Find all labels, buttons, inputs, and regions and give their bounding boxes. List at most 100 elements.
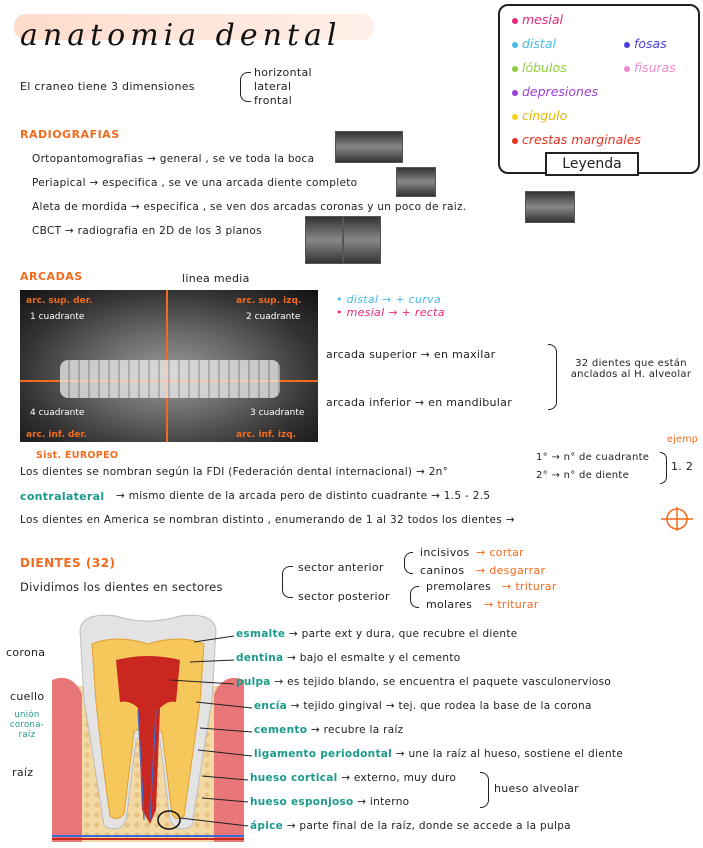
bracket xyxy=(480,772,489,808)
part-name: ápice xyxy=(250,820,284,832)
triturar: → triturar xyxy=(484,598,539,611)
bracket xyxy=(660,452,667,484)
part-name: cemento xyxy=(254,724,308,736)
xray-thumbnail xyxy=(396,167,436,197)
arcada-inferior: arcada inferior → en mandibular xyxy=(326,396,513,409)
xray-thumbnail xyxy=(335,131,403,163)
dot-icon xyxy=(512,17,518,24)
legend-item: mesial xyxy=(512,12,563,27)
legend-item: lóbulos xyxy=(512,60,567,75)
hueso-alveolar: hueso alveolar xyxy=(494,782,579,795)
legend-box: mesial distal lóbulos depresiones cíngul… xyxy=(498,4,700,174)
fdi-second: 2° → n° de diente xyxy=(536,470,630,481)
dot-icon xyxy=(512,41,518,48)
contralateral-text: → mismo diente de la arcada pero de dist… xyxy=(116,490,491,502)
quadrant-label: arc. inf. izq. xyxy=(236,430,297,440)
dimension-item: frontal xyxy=(254,94,293,107)
dientes-count: 32 dientes que están anclados al H. alve… xyxy=(570,358,692,380)
part-name: ligamento periodontal xyxy=(254,748,393,760)
teeth-row xyxy=(60,360,280,398)
bracket xyxy=(240,72,251,102)
part-desc: → parte ext y dura, que recubre el dient… xyxy=(288,628,518,640)
part-row: ligamento periodontal → une la raíz al h… xyxy=(254,748,623,760)
dot-icon xyxy=(512,89,518,96)
dot-icon xyxy=(512,137,518,144)
bracket xyxy=(404,552,413,574)
page-title: anatomia dental xyxy=(20,18,342,53)
dimension-item: horizontal xyxy=(254,66,312,79)
bracket xyxy=(410,586,419,608)
cuadrante-label: 1 cuadrante xyxy=(30,312,85,322)
ejemplo-label: ejemp xyxy=(667,434,699,445)
part-row: hueso cortical → externo, muy duro xyxy=(250,772,456,784)
quadrant-label: arc. inf. der. xyxy=(26,430,87,440)
part-desc: → tejido gingival → tej. que rodea la ba… xyxy=(290,700,592,712)
contralateral-label: contralateral xyxy=(20,490,105,503)
cuadrante-label: 4 cuadrante xyxy=(30,408,85,418)
xray-thumbnail xyxy=(343,216,381,264)
part-desc: → recubre la raíz xyxy=(310,724,404,736)
linea-media-label: linea media xyxy=(182,272,250,285)
gum-left xyxy=(52,677,82,842)
ejemplo-value: 1. 2 xyxy=(671,460,694,473)
dientes-heading: DIENTES (32) xyxy=(20,556,116,570)
dot-icon xyxy=(512,65,518,72)
dot-icon xyxy=(624,65,630,72)
cranium-text: El craneo tiene 3 dimensiones xyxy=(20,80,195,93)
radiografia-item: Ortopantomografias → general , se ve tod… xyxy=(32,153,315,165)
legend-item: distal xyxy=(512,36,556,51)
side-label: cuello xyxy=(10,690,45,703)
mesial-note: • mesial → + recta xyxy=(336,306,445,319)
sector-posterior: sector posterior xyxy=(298,590,390,603)
fdi-text: Los dientes se nombran según la FDI (Fed… xyxy=(20,466,449,478)
part-desc: → externo, muy duro xyxy=(341,772,457,784)
bracket xyxy=(548,344,557,410)
part-row: esmalte → parte ext y dura, que recubre … xyxy=(236,628,518,640)
desgarrar: → desgarrar xyxy=(476,564,546,577)
part-row: pulpa → es tejido blando, se encuentra e… xyxy=(236,676,611,688)
radiografias-heading: RADIOGRAFIAS xyxy=(20,128,120,141)
quadrant-label: arc. sup. izq. xyxy=(236,296,302,306)
radiografia-item: Periapical → especifica , se ve una arca… xyxy=(32,177,358,189)
legend-item: fisuras xyxy=(624,60,676,75)
radiografia-item: CBCT → radiografia en 2D de los 3 planos xyxy=(32,225,262,237)
part-desc: → es tejido blando, se encuentra el paqu… xyxy=(274,676,612,688)
legend-item: crestas marginales xyxy=(512,132,641,147)
part-name: hueso cortical xyxy=(250,772,338,784)
tooth-diagram xyxy=(52,614,244,842)
panoramic-xray: arc. sup. der. arc. sup. izq. arc. inf. … xyxy=(20,290,318,442)
part-name: pulpa xyxy=(236,676,271,688)
cuadrante-label: 2 cuadrante xyxy=(246,312,301,322)
quadrant-label: arc. sup. der. xyxy=(26,296,93,306)
dot-icon xyxy=(624,41,630,48)
dot-icon xyxy=(512,113,518,120)
arcadas-heading: ARCADAS xyxy=(20,270,83,283)
triturar: → triturar xyxy=(502,580,557,593)
fdi-first: 1° → n° de cuadrante xyxy=(536,452,650,463)
legend-item: cíngulo xyxy=(512,108,567,123)
side-label: corona xyxy=(6,646,46,659)
legend-item: fosas xyxy=(624,36,667,51)
cortar: → cortar xyxy=(476,546,524,559)
title-highlight xyxy=(14,14,374,40)
side-label: raíz xyxy=(12,766,34,779)
apex-circle xyxy=(157,810,181,830)
part-desc: → parte final de la raíz, donde se acced… xyxy=(286,820,571,832)
premolares: premolares xyxy=(426,580,492,593)
part-name: hueso esponjoso xyxy=(250,796,354,808)
dividimos-text: Dividimos los dientes en sectores xyxy=(20,580,223,594)
part-row: encía → tejido gingival → tej. que rodea… xyxy=(254,700,592,712)
distal-note: • distal → + curva xyxy=(336,293,441,306)
sist-europeo: Sist. EUROPEO xyxy=(36,450,119,461)
part-row: ápice → parte final de la raíz, donde se… xyxy=(250,820,571,832)
part-name: esmalte xyxy=(236,628,286,640)
sector-anterior: sector anterior xyxy=(298,561,384,574)
legend-label: Leyenda xyxy=(545,152,639,176)
side-label: unión corona-raíz xyxy=(9,710,45,740)
america-text: Los dientes en America se nombran distin… xyxy=(20,514,515,526)
incisivos: incisivos xyxy=(420,546,470,559)
bracket xyxy=(282,566,293,598)
part-desc: → interno xyxy=(357,796,410,808)
dimension-item: lateral xyxy=(254,80,292,93)
part-desc: → bajo el esmalte y el cemento xyxy=(287,652,461,664)
